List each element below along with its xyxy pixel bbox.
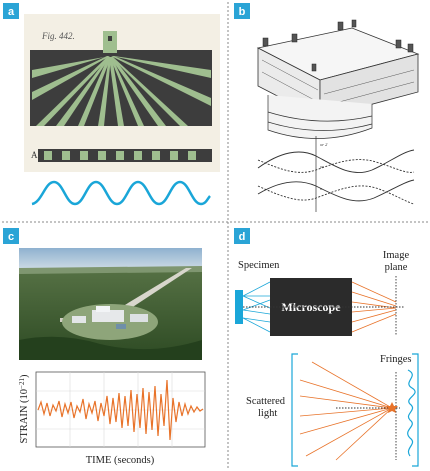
trace-label-1: or 2 (320, 142, 328, 147)
panel-a-label: a (8, 6, 15, 18)
panel-c: c (3, 228, 206, 466)
scattered-rays (299, 361, 393, 461)
strain-trace (37, 379, 204, 441)
panel-a: a Fig. 442. A (3, 3, 220, 206)
bracket-right (412, 353, 419, 467)
output-rays (351, 281, 397, 333)
engraving-slit-tab (103, 31, 117, 53)
microscope-box (270, 278, 352, 336)
input-rays (242, 281, 271, 333)
specimen-label: Specimen (238, 260, 280, 271)
panel-d: d Specimen Image plane Microscope (234, 228, 419, 467)
fringe-wave (407, 369, 416, 457)
time-axis-label: TIME (seconds) (86, 455, 155, 466)
panel-c-label-box (3, 228, 19, 244)
engraving-slit-hole (108, 36, 112, 41)
engraving-fan (32, 56, 211, 126)
panel-d-label-box (234, 228, 250, 244)
scattered-label-1: Scattered (246, 396, 286, 407)
fig-number: Fig. 442. (41, 31, 75, 41)
engraving-band-stripes (44, 151, 196, 160)
slab-pedestal (267, 95, 373, 139)
panel-a-label-box (3, 3, 19, 19)
trace-label-3: o (320, 186, 323, 191)
aerial-photo (19, 248, 202, 360)
panel-b-label: b (239, 6, 246, 18)
panel-b-label-box (234, 3, 250, 19)
strain-axis-label: STRAIN (10−21) (18, 374, 30, 444)
panel-c-label: c (8, 231, 14, 243)
panel-d-label: d (239, 231, 246, 243)
fringes-label: Fringes (380, 354, 412, 365)
bracket-left (291, 353, 298, 467)
trace-label-2: or (320, 164, 324, 169)
specimen-slab (235, 290, 243, 324)
bar-letter: A (31, 150, 38, 160)
star-icon (386, 402, 398, 413)
slab-mirrors (262, 19, 414, 72)
image-plane-label-2: plane (385, 262, 408, 273)
image-plane-label-1: Image (383, 250, 410, 261)
microscope-label: Microscope (281, 300, 341, 314)
interference-wave (31, 180, 211, 206)
scattered-label-2: light (258, 408, 277, 419)
panel-b: b (234, 3, 420, 212)
trace-curves (257, 149, 415, 205)
